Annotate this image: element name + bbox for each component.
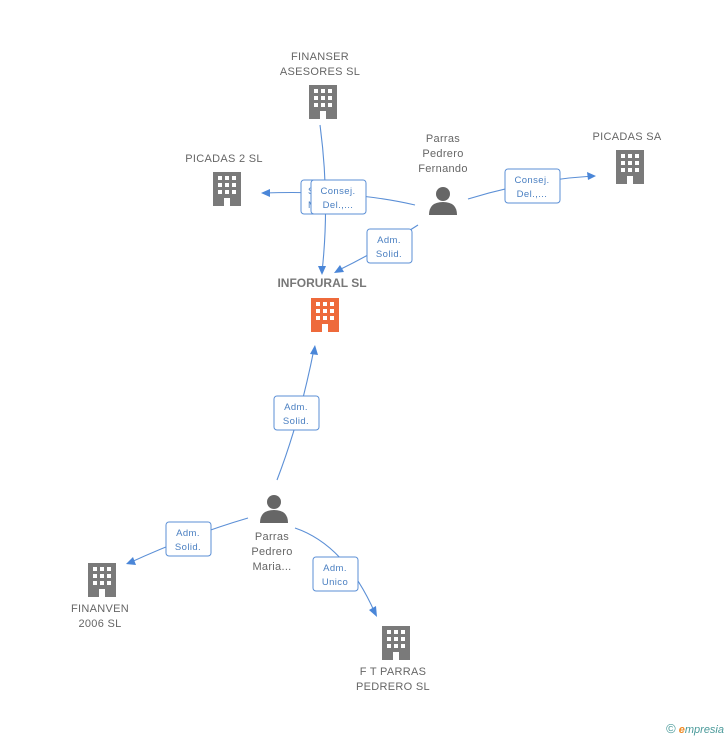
svg-text:Adm.: Adm. <box>284 402 308 413</box>
svg-text:Parras: Parras <box>426 133 460 145</box>
arrow-head <box>126 557 136 565</box>
svg-text:Adm.: Adm. <box>176 528 200 539</box>
svg-text:PEDRERO SL: PEDRERO SL <box>356 681 430 693</box>
arrow-head <box>587 172 596 180</box>
svg-text:FINANVEN: FINANVEN <box>71 603 129 615</box>
svg-text:PICADAS SA: PICADAS SA <box>592 131 661 143</box>
arrow-head <box>261 189 270 197</box>
svg-text:Adm.: Adm. <box>323 563 347 574</box>
building-icon <box>309 85 337 119</box>
svg-text:Del.,...: Del.,... <box>323 200 354 211</box>
svg-text:PICADAS 2 SL: PICADAS 2 SL <box>185 153 263 165</box>
svg-text:Consej.: Consej. <box>514 175 549 186</box>
arrow-head <box>310 345 318 355</box>
svg-text:ASESORES SL: ASESORES SL <box>280 66 360 78</box>
svg-text:FINANSER: FINANSER <box>291 51 349 63</box>
edge-label-adm-unico: Adm. Unico <box>312 556 359 592</box>
company-ftparras[interactable]: F T PARRAS PEDRERO SL <box>356 626 430 693</box>
edge-label-adm-fernando: Adm. Solid. <box>366 228 413 264</box>
edge-label-adm-maria-finanven: Adm. Solid. <box>165 521 212 557</box>
svg-text:INFORURAL SL: INFORURAL SL <box>277 276 366 290</box>
arrow-head <box>369 606 377 617</box>
building-icon <box>616 150 644 184</box>
company-finanven[interactable]: FINANVEN 2006 SL <box>71 563 129 630</box>
building-icon <box>88 563 116 597</box>
company-picadas2[interactable]: PICADAS 2 SL <box>185 153 263 206</box>
copyright-symbol: © <box>666 721 676 736</box>
edge-label-consej-2: Consej. Del.,... <box>504 168 561 204</box>
svg-text:Unico: Unico <box>322 577 348 588</box>
svg-text:F T PARRAS: F T PARRAS <box>360 666 427 678</box>
person-icon <box>260 495 288 523</box>
brand-initial: e <box>678 724 685 736</box>
company-inforural[interactable]: INFORURAL SL <box>277 276 367 332</box>
building-icon <box>382 626 410 660</box>
arrow-head <box>334 265 344 273</box>
person-maria[interactable]: Parras Pedrero Maria... <box>251 495 292 573</box>
brand-name: mpresia <box>684 724 724 736</box>
svg-text:Parras: Parras <box>255 531 289 543</box>
empresia-watermark: ©empresia <box>666 721 724 736</box>
svg-text:Pedrero: Pedrero <box>251 546 292 558</box>
svg-text:Solid.: Solid. <box>283 416 309 427</box>
svg-text:Fernando: Fernando <box>418 163 468 175</box>
edge-label-consej-1: Consej. Del.,... <box>310 179 367 215</box>
svg-text:Adm.: Adm. <box>377 235 401 246</box>
company-picadassa[interactable]: PICADAS SA <box>592 131 662 184</box>
edge-label-adm-maria-center: Adm. Solid. <box>273 395 320 431</box>
svg-text:Solid.: Solid. <box>175 542 201 553</box>
svg-text:2006 SL: 2006 SL <box>78 618 121 630</box>
arrow-head <box>318 266 326 275</box>
svg-text:Consej.: Consej. <box>320 186 355 197</box>
svg-text:Del.,...: Del.,... <box>517 189 548 200</box>
svg-text:Pedrero: Pedrero <box>422 148 463 160</box>
person-fernando[interactable]: Parras Pedrero Fernando <box>418 133 468 215</box>
svg-text:Maria...: Maria... <box>252 561 291 573</box>
svg-text:Solid.: Solid. <box>376 249 402 260</box>
building-icon <box>213 172 241 206</box>
company-finanser[interactable]: FINANSER ASESORES SL <box>280 51 360 119</box>
person-icon <box>429 187 457 215</box>
building-icon <box>311 298 339 332</box>
